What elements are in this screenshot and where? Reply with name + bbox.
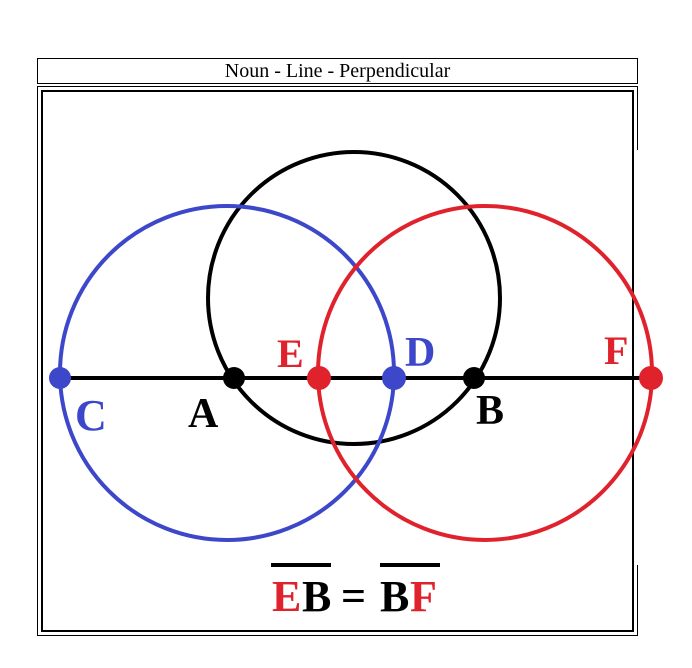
- red-circle: [316, 204, 654, 542]
- label-f: F: [604, 328, 628, 373]
- label-b: B: [476, 388, 504, 434]
- equation-e: E: [272, 572, 301, 621]
- label-c: C: [75, 391, 107, 440]
- point-c: [49, 367, 71, 389]
- label-d: D: [405, 330, 435, 376]
- frame-gap: [634, 150, 642, 565]
- equation-b-right: B: [380, 572, 409, 621]
- black-circle: [206, 150, 502, 446]
- point-a: [223, 367, 245, 389]
- equation: E B = B F: [271, 563, 440, 621]
- point-b: [463, 367, 485, 389]
- point-d: [382, 366, 406, 390]
- equation-equals: =: [341, 572, 366, 621]
- diagram-frame-inner: [41, 90, 634, 632]
- equation-b-left: B: [302, 572, 331, 621]
- point-e: [307, 366, 331, 390]
- label-a: A: [188, 391, 219, 437]
- page-title: Noun - Line - Perpendicular: [37, 58, 638, 84]
- equation-f: F: [410, 572, 437, 621]
- point-f: [639, 366, 663, 390]
- label-e: E: [277, 331, 304, 376]
